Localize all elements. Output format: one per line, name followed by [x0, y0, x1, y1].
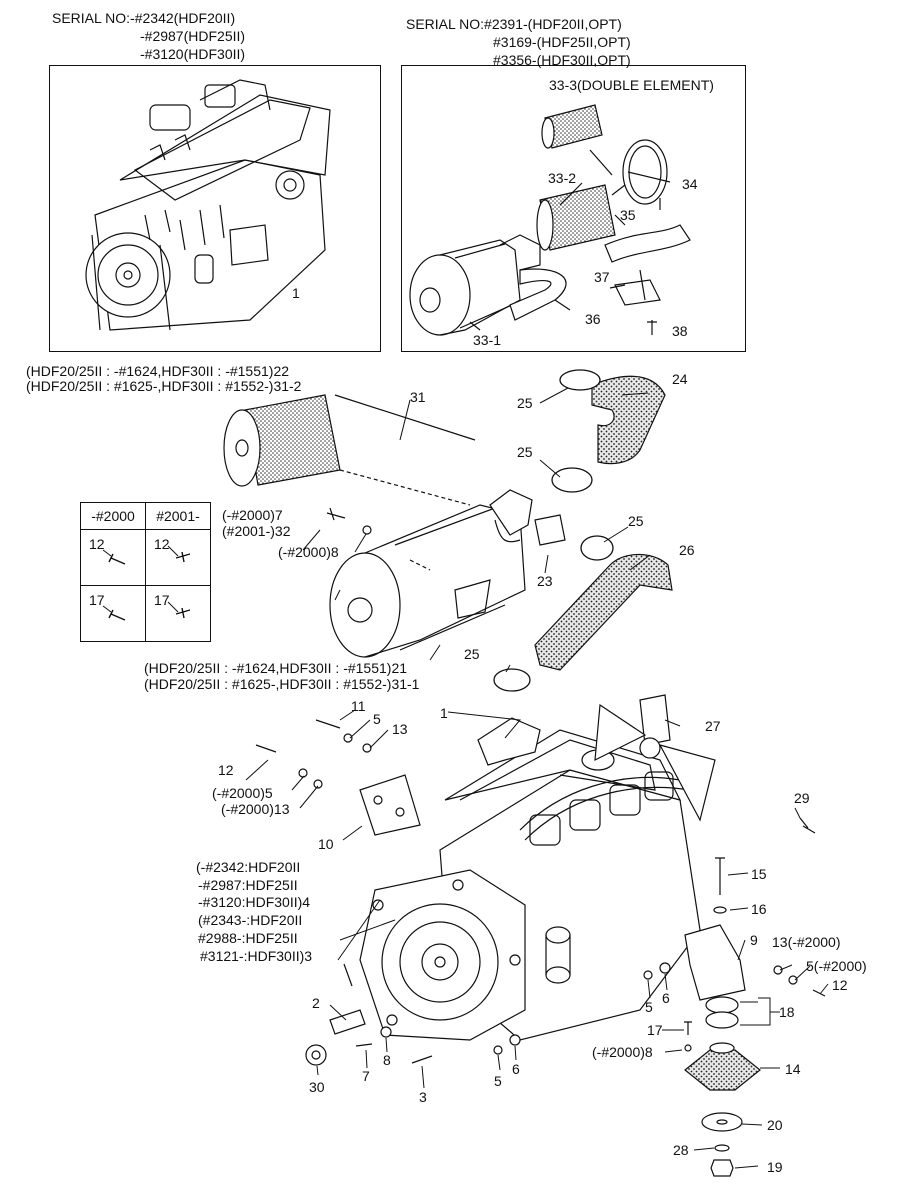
air-cleaner-assembly-icon: [223, 394, 533, 658]
callout-38: 38: [672, 323, 688, 339]
callout-10: 10: [318, 836, 334, 852]
callout-3: 3: [419, 1089, 427, 1105]
serial-note-top-right-1: SERIAL NO:#2391-(HDF20II,OPT): [406, 16, 622, 32]
callout-19: 19: [767, 1159, 783, 1175]
callout-35: 35: [620, 207, 636, 223]
callout-23: 23: [537, 573, 553, 589]
callout-24: 24: [672, 371, 688, 387]
flywheel-note-1: (-#2342:HDF20II: [196, 859, 301, 875]
callout-36: 36: [585, 311, 601, 327]
callout-6-flywheel: 6: [512, 1061, 520, 1077]
callout-15: 15: [751, 866, 767, 882]
callout-13-left: (-#2000)13: [221, 801, 290, 817]
callout-18: 18: [779, 1004, 795, 1020]
bolt-icon: [102, 549, 126, 565]
callout-13-right: 13(-#2000): [772, 934, 841, 950]
flywheel-note-2: -#2987:HDF25II: [198, 877, 298, 893]
note-part-31-2: (HDF20/25II : #1625-,HDF30II : #1552-)31…: [26, 378, 302, 394]
table-cell: 12: [80, 529, 146, 586]
callout-20: 20: [767, 1117, 783, 1133]
table-header-post-2001: #2001-: [145, 502, 211, 530]
fan-icon: [594, 694, 716, 822]
callout-7-bottom: 7: [362, 1068, 370, 1084]
callout-2: 2: [312, 995, 320, 1011]
callout-8-bottom: (-#2000)8: [592, 1044, 653, 1060]
callout-1-bottom: 1: [440, 705, 448, 721]
hose-icon: [534, 375, 673, 671]
serial-note-top-right-3: #3356-(HDF30II,OPT): [493, 52, 631, 68]
note-part-22: (HDF20/25II : -#1624,HDF30II : -#1551)22: [26, 363, 290, 379]
serial-note-top-left-3: -#3120(HDF30II): [140, 46, 246, 62]
callout-5-top: 5: [373, 711, 381, 727]
callout-1-top: 1: [292, 285, 300, 301]
callout-33-1: 33-1: [473, 332, 502, 348]
callout-11: 11: [351, 698, 366, 714]
callout-6-block: 6: [662, 990, 670, 1006]
callout-5-right: 5(-#2000): [806, 958, 867, 974]
callout-26: 26: [679, 542, 695, 558]
callout-16: 16: [751, 901, 767, 917]
callout-29: 29: [794, 790, 810, 806]
bolt-icon: [102, 605, 126, 621]
table-header-pre-2000: -#2000: [80, 502, 146, 530]
table-cell: 17: [145, 585, 211, 642]
bolt-icon: [167, 545, 191, 563]
callout-27: 27: [705, 718, 721, 734]
callout-30: 30: [309, 1079, 325, 1095]
table-cell-label: 17: [154, 592, 170, 608]
callout-13-top: 13: [392, 721, 408, 737]
top-right-frame: [401, 65, 746, 352]
callout-8-mid: (-#2000)8: [278, 544, 339, 560]
callout-31: 31: [410, 389, 426, 405]
flywheel-icon: [359, 869, 526, 1041]
flywheel-note-3: -#3120:HDF30II)4: [198, 894, 311, 910]
callout-7-32-a: (-#2000)7: [222, 507, 283, 523]
callout-17-bottom: 17: [647, 1022, 663, 1038]
flywheel-note-5: #2988-:HDF25II: [198, 930, 298, 946]
table-cell: 17: [80, 585, 146, 642]
flywheel-note-6: #3121-:HDF30II)3: [200, 948, 313, 964]
table-cell-label: 12: [154, 536, 170, 552]
callout-33-2: 33-2: [548, 170, 577, 186]
callout-28: 28: [673, 1142, 689, 1158]
callout-5-block: 5: [645, 999, 653, 1015]
serial-note-top-left-1: SERIAL NO:-#2342(HDF20II): [52, 10, 236, 26]
bolt-icon: [167, 601, 191, 619]
note-part-31-1: (HDF20/25II : #1625-,HDF30II : #1552-)31…: [144, 676, 420, 692]
callout-25-d: 25: [464, 646, 480, 662]
callout-25-c: 25: [628, 513, 644, 529]
callout-37: 37: [594, 269, 610, 285]
callout-34: 34: [682, 176, 698, 192]
callout-5-left: (-#2000)5: [212, 785, 273, 801]
table-cell: 12: [145, 529, 211, 586]
clamp-icon: [493, 369, 614, 692]
note-part-21: (HDF20/25II : -#1624,HDF30II : -#1551)21: [144, 660, 408, 676]
callout-25-b: 25: [517, 444, 533, 460]
callout-25-a: 25: [517, 395, 533, 411]
serial-note-top-right-2: #3169-(HDF25II,OPT): [493, 34, 631, 50]
callout-7-32-b: (#2001-)32: [222, 523, 291, 539]
callout-9: 9: [750, 932, 758, 948]
serial-note-top-left-2: -#2987(HDF25II): [140, 28, 246, 44]
bolt-icon: [298, 733, 826, 1055]
engine-mount-icon: [684, 1042, 761, 1091]
flywheel-note-4: (#2343-:HDF20II: [198, 912, 303, 928]
callout-12-right: 12: [832, 977, 848, 993]
table-cell-label: 12: [89, 536, 105, 552]
table-cell-label: 17: [89, 592, 105, 608]
leader-lines: [245, 387, 829, 1169]
top-left-frame: [49, 65, 381, 352]
callout-14: 14: [785, 1061, 801, 1077]
callout-12-left: 12: [218, 762, 234, 778]
callout-5-flywheel: 5: [494, 1073, 502, 1089]
callout-33-3: 33-3(DOUBLE ELEMENT): [549, 77, 714, 93]
engine-assembly-icon: [85, 79, 331, 331]
callout-8-flywheel: 8: [383, 1052, 391, 1068]
serial-variant-table: -#2000 #2001- 12 12 17 17: [80, 502, 211, 642]
engine-main-icon: [255, 694, 761, 1177]
air-cleaner-icon: [409, 104, 691, 336]
